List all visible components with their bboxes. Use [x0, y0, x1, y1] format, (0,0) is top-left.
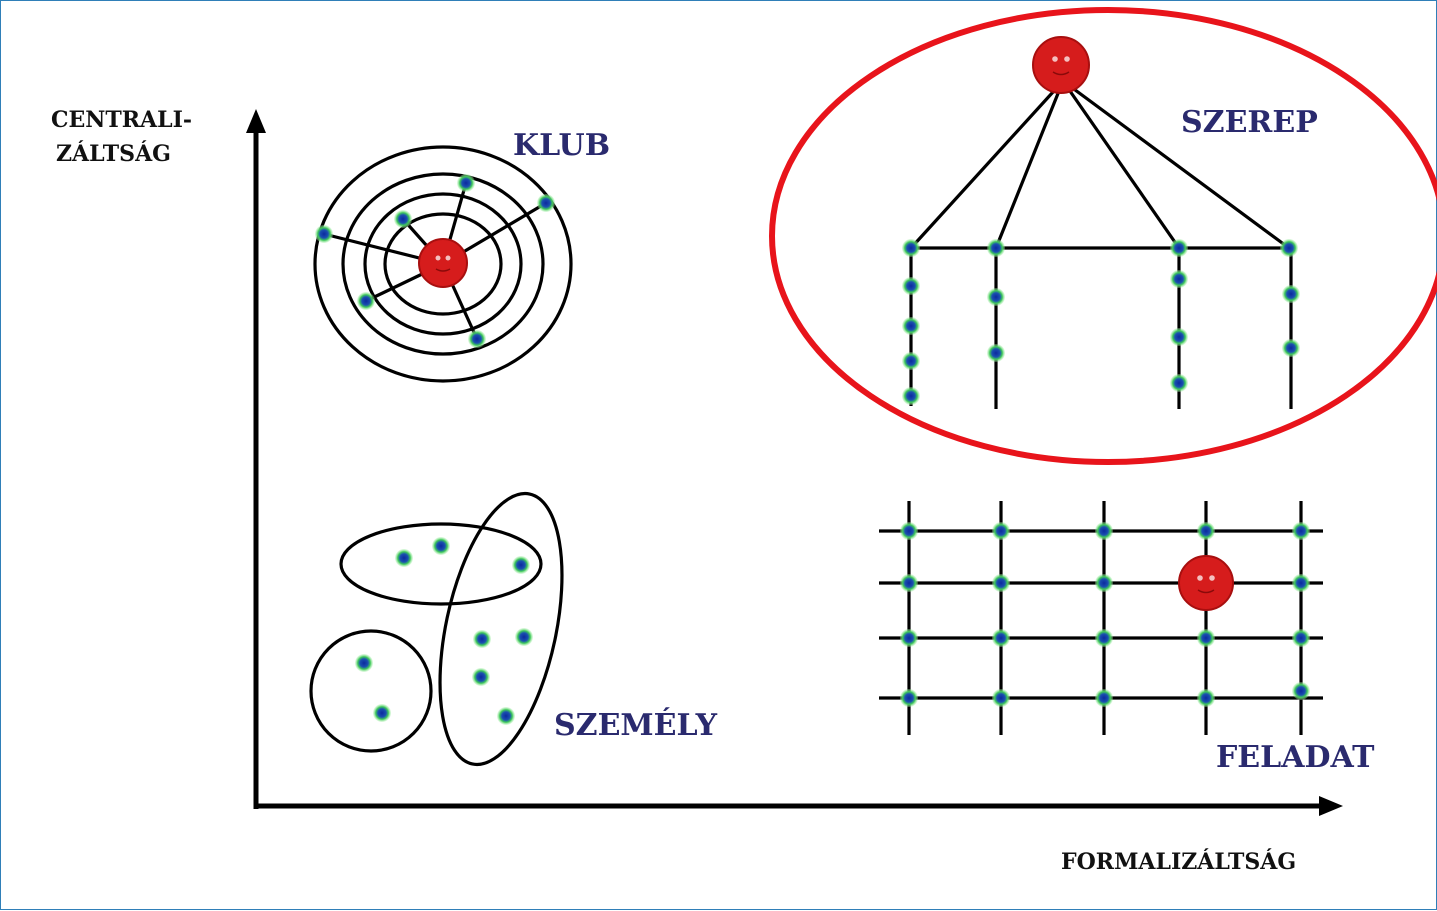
task-label: FELADAT [1216, 740, 1375, 775]
x-axis-arrow [1319, 796, 1343, 816]
club-culture: KLUB [313, 128, 610, 383]
person-cluster-right [438, 491, 564, 767]
club-member-node [457, 174, 475, 192]
club-ring-4 [383, 212, 503, 316]
y-axis-label-line1: CENTRALI- [51, 107, 192, 133]
person-members [355, 537, 533, 725]
club-leader-face [418, 238, 468, 288]
club-members [315, 174, 555, 348]
axes: CENTRALI- ZÁLTSÁG FORMALIZÁLTSÁG [51, 107, 1343, 875]
club-ring-2 [341, 172, 545, 356]
club-label: KLUB [513, 128, 610, 163]
club-ring-3 [363, 192, 523, 336]
club-member-node [468, 330, 486, 348]
task-culture: FELADAT [879, 501, 1375, 775]
task-members [900, 522, 1310, 707]
x-axis-label: FORMALIZÁLTSÁG [1061, 848, 1296, 875]
role-members [902, 239, 1300, 405]
club-member-node [537, 194, 555, 212]
role-culture: SZEREP [769, 7, 1437, 465]
y-axis-arrow [246, 109, 266, 133]
role-label: SZEREP [1181, 105, 1318, 140]
club-member-node [357, 292, 375, 310]
club-ring-1 [313, 145, 573, 383]
person-cluster-left [309, 629, 433, 753]
role-leader-face [1032, 36, 1090, 94]
person-culture: SZEMÉLY [309, 491, 718, 767]
club-member-node [315, 225, 333, 243]
highlight-ellipse [769, 7, 1437, 465]
task-leader-face [1178, 555, 1234, 611]
person-label: SZEMÉLY [554, 707, 718, 743]
y-axis-label-line2: ZÁLTSÁG [56, 140, 171, 167]
person-cluster-top [339, 522, 543, 606]
club-member-node [394, 210, 412, 228]
